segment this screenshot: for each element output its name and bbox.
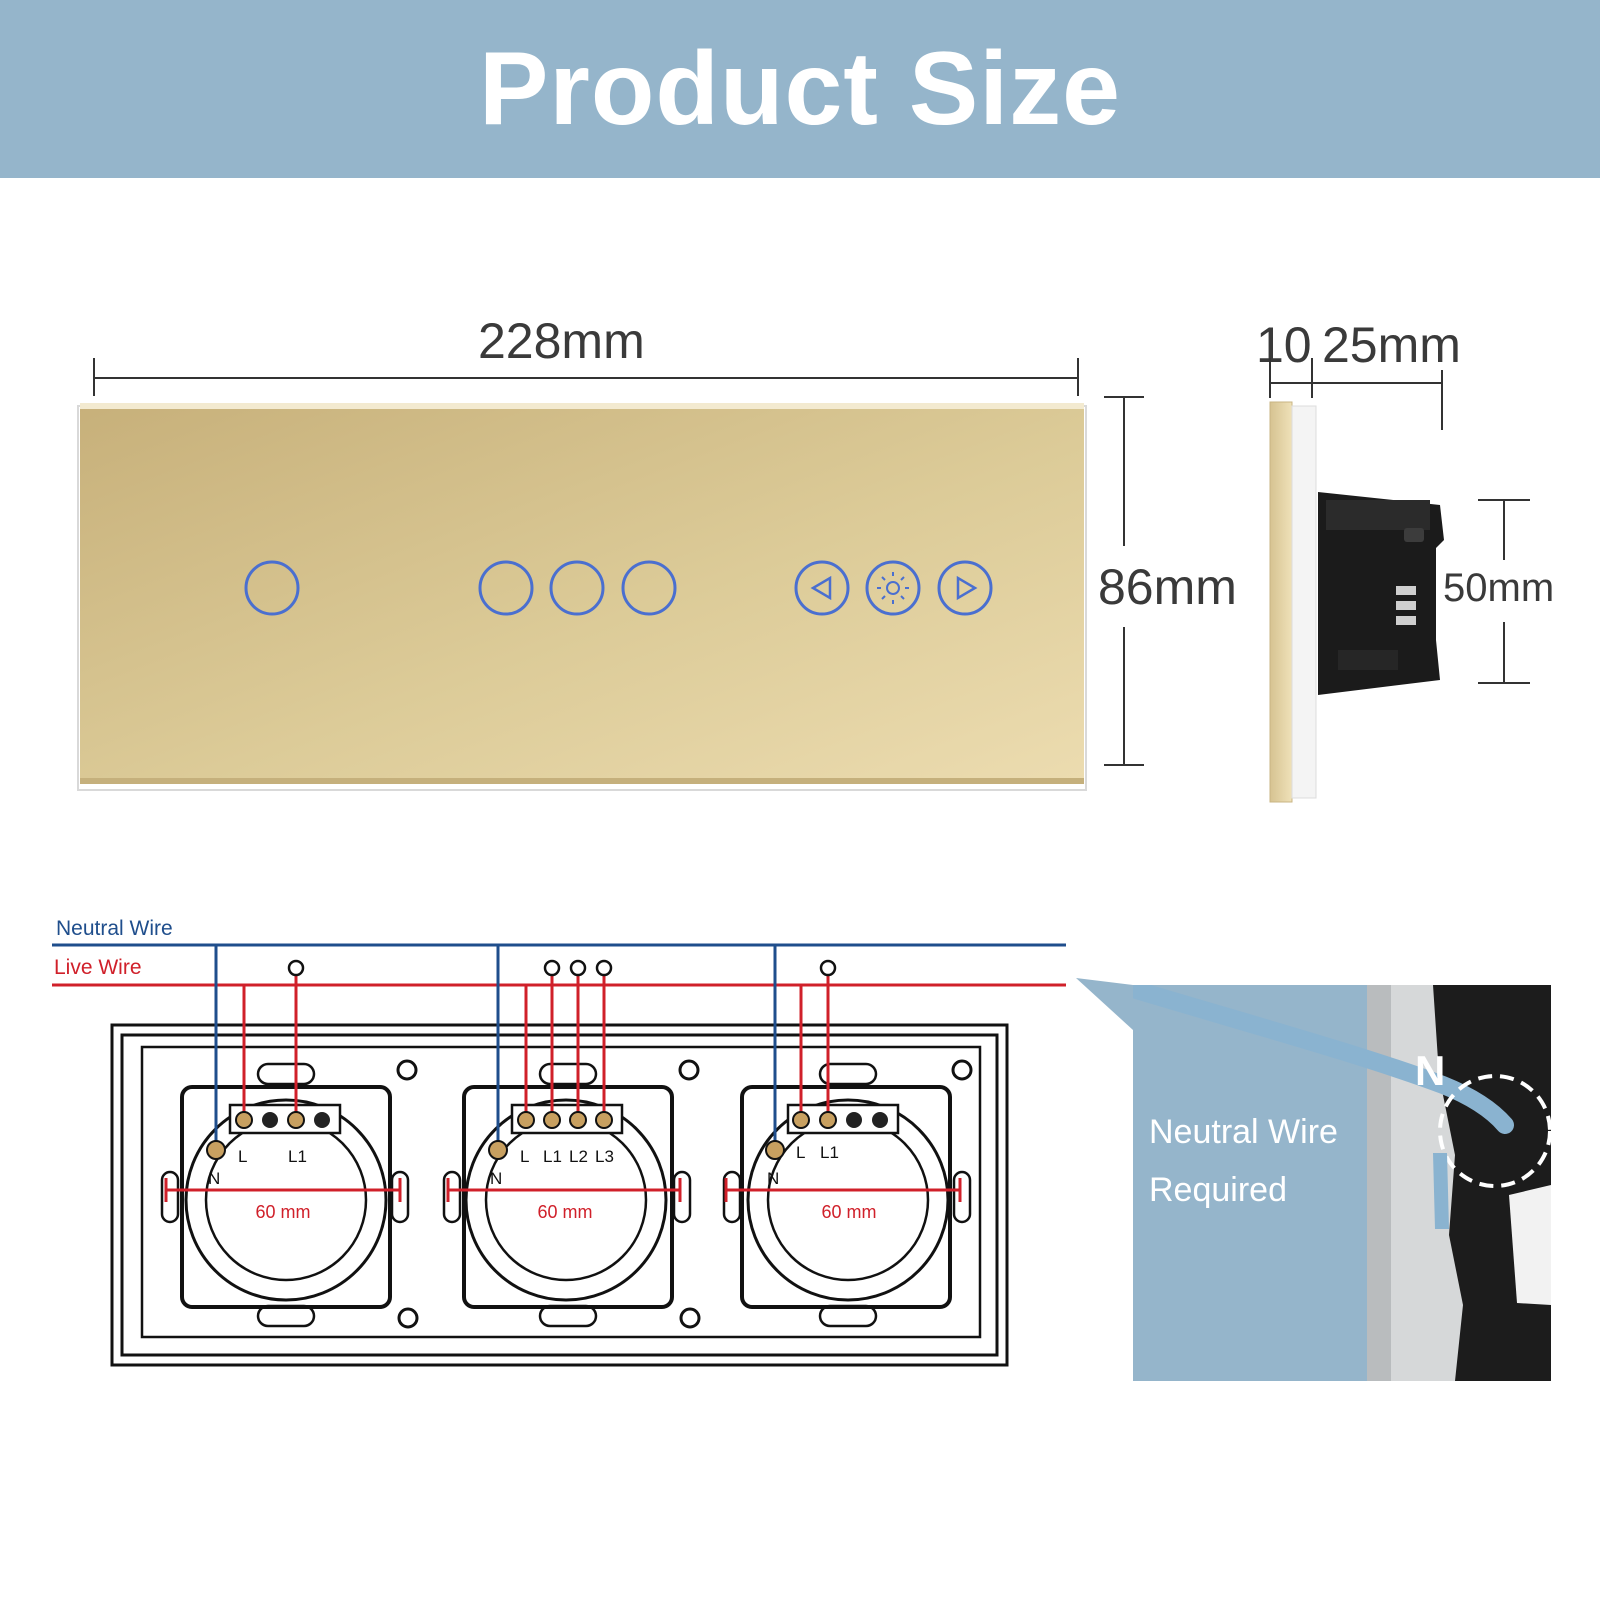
side-dimension-lines xyxy=(1269,358,1530,684)
module-1-spacing-label: 60 mm xyxy=(255,1202,310,1222)
sun-icon xyxy=(877,572,909,604)
module-1-terminal-label: L1 xyxy=(288,1147,307,1166)
module-1-neutral-label: N xyxy=(208,1169,220,1188)
module-2-spacing-label: 60 mm xyxy=(537,1202,592,1222)
height-dimension-label: 86mm xyxy=(1098,559,1237,615)
module-2-terminal-label: L3 xyxy=(595,1147,614,1166)
dimmer-down-button[interactable] xyxy=(794,560,850,616)
side-view xyxy=(1269,401,1444,803)
callout-photo: N xyxy=(1133,985,1551,1381)
module-3-terminal-label: L1 xyxy=(820,1143,839,1162)
width-dimension-label: 228mm xyxy=(478,313,645,369)
glass-thickness-label: 10 xyxy=(1256,317,1312,373)
touch-button-4[interactable] xyxy=(621,560,677,616)
page-title: Product Size xyxy=(479,30,1121,147)
callout-pointer xyxy=(1076,978,1133,1030)
wiring-module-3 xyxy=(722,945,972,1328)
left-triangle-icon xyxy=(810,575,832,601)
touch-button-3[interactable] xyxy=(549,560,605,616)
dimmer-toggle-button[interactable] xyxy=(865,560,921,616)
module-2-terminal-label: L xyxy=(520,1147,529,1166)
box-height-label: 50mm xyxy=(1443,566,1555,610)
depth-dimension-label: 25mm xyxy=(1322,317,1461,373)
touch-button-2[interactable] xyxy=(478,560,534,616)
wiring-bus xyxy=(52,943,1066,987)
module-3-spacing-label: 60 mm xyxy=(821,1202,876,1222)
height-dimension-line xyxy=(1104,396,1144,766)
touch-button-1[interactable] xyxy=(244,560,300,616)
dimmer-up-button[interactable] xyxy=(937,560,993,616)
wiring-module-2 xyxy=(442,945,692,1328)
callout-badge: N xyxy=(1415,1047,1445,1094)
module-3-terminal-label: L xyxy=(796,1143,805,1162)
module-3-neutral-label: N xyxy=(767,1169,779,1188)
live-wire-label: Live Wire xyxy=(54,956,142,979)
neutral-wire-label: Neutral Wire xyxy=(56,917,173,940)
front-panel xyxy=(77,403,1087,791)
right-triangle-icon xyxy=(956,575,978,601)
back-frame xyxy=(110,1023,1009,1367)
module-2-terminal-label: L1 xyxy=(543,1147,562,1166)
wiring-module-1 xyxy=(160,945,410,1328)
callout-line-1: Neutral Wire xyxy=(1149,1113,1338,1151)
neutral-wire-callout: N Neutral Wire Required xyxy=(1133,985,1551,1381)
callout-line-2: Required xyxy=(1149,1171,1287,1209)
module-1-terminal-label: L xyxy=(238,1147,247,1166)
module-2-neutral-label: N xyxy=(490,1169,502,1188)
width-dimension-line xyxy=(93,358,1079,396)
header-banner: Product Size xyxy=(0,0,1600,178)
module-2-terminal-label: L2 xyxy=(569,1147,588,1166)
